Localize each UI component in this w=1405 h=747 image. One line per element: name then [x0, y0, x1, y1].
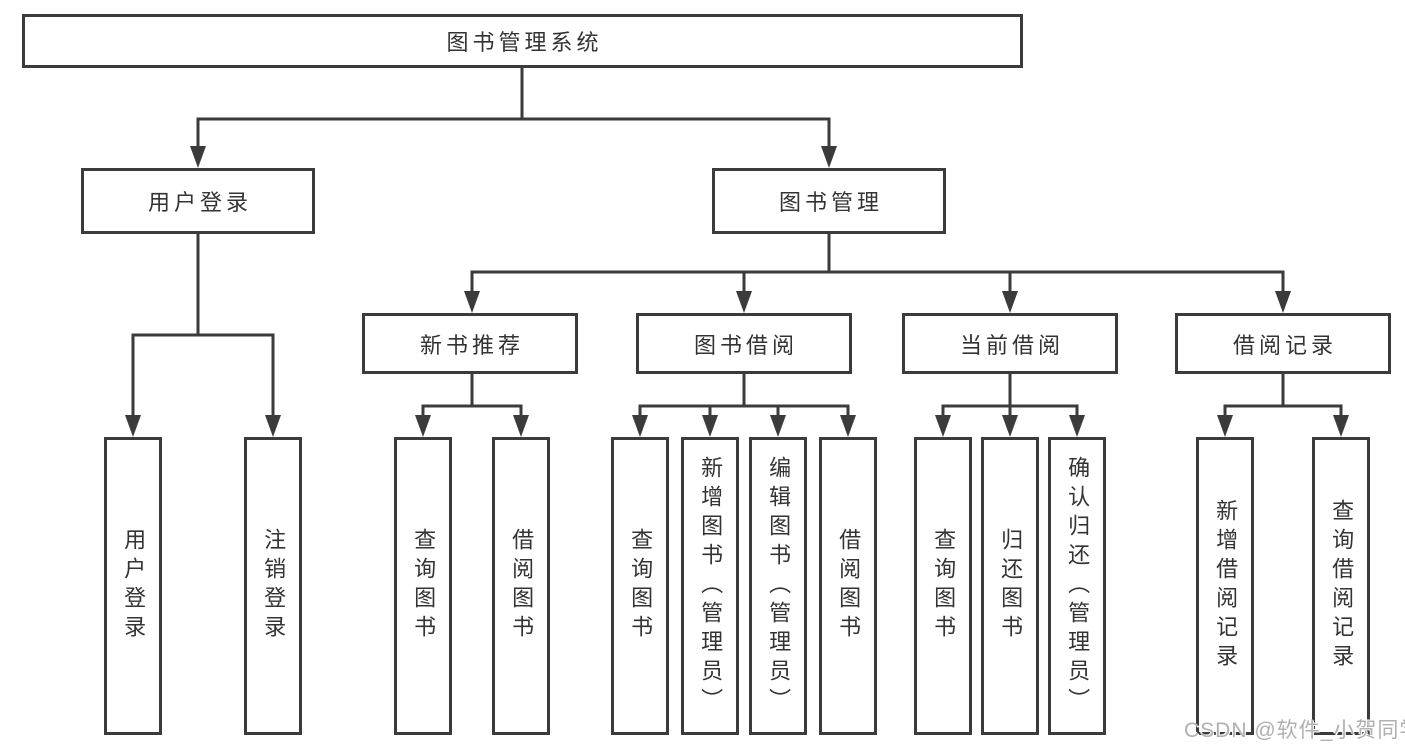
- arrowhead: [736, 291, 752, 313]
- leaf-query-books-borrow: 查询图书: [611, 437, 669, 735]
- node-borrow-records-label: 借阅记录: [1232, 332, 1337, 358]
- leaf-return-book-label: 归还图书: [998, 528, 1024, 644]
- leaf-confirm-return-admin: 确认归还（管理员）: [1048, 437, 1106, 735]
- leaf-add-borrow-record: 新增借阅记录: [1196, 437, 1254, 735]
- leaf-query-books-newbook-label: 查询图书: [411, 528, 437, 644]
- node-borrow-records: 借阅记录: [1175, 313, 1391, 374]
- leaf-add-borrow-record-label: 新增借阅记录: [1213, 499, 1239, 673]
- arrowhead: [1217, 415, 1233, 437]
- node-user-login: 用户登录: [81, 168, 315, 234]
- arrowhead: [1333, 415, 1349, 437]
- arrowhead: [702, 415, 718, 437]
- arrowhead: [840, 415, 856, 437]
- arrowhead: [770, 415, 786, 437]
- arrowhead: [190, 146, 206, 168]
- leaf-query-books-borrow-label: 查询图书: [628, 528, 654, 644]
- leaf-borrow-books-newbook: 借阅图书: [492, 437, 550, 735]
- node-book-management: 图书管理: [712, 168, 946, 234]
- leaf-logout-label: 注销登录: [261, 528, 287, 644]
- arrowhead: [125, 415, 141, 437]
- leaf-logout: 注销登录: [244, 437, 302, 735]
- leaf-edit-book-admin: 编辑图书（管理员）: [749, 437, 807, 735]
- arrowhead: [415, 415, 431, 437]
- arrowheads: [125, 146, 1349, 437]
- node-book-borrow: 图书借阅: [636, 313, 852, 374]
- arrowhead: [1002, 291, 1018, 313]
- arrowhead: [1002, 415, 1018, 437]
- leaf-query-books-newbook: 查询图书: [394, 437, 452, 735]
- arrowhead: [1275, 291, 1291, 313]
- arrowhead: [265, 415, 281, 437]
- watermark-text: CSDN @软件_小贺同学: [1184, 719, 1405, 742]
- leaf-query-borrow-record-label: 查询借阅记录: [1329, 499, 1355, 673]
- leaf-borrow-books: 借阅图书: [819, 437, 877, 735]
- arrowhead: [1069, 415, 1085, 437]
- leaf-user-login-label: 用户登录: [121, 528, 147, 644]
- leaf-confirm-return-admin-label: 确认归还（管理员）: [1065, 455, 1091, 717]
- node-book-borrow-label: 图书借阅: [693, 332, 798, 358]
- node-new-book-recommend-label: 新书推荐: [419, 332, 524, 358]
- leaf-query-books-current: 查询图书: [914, 437, 972, 735]
- node-root-label: 图书管理系统: [446, 30, 603, 55]
- arrowhead: [464, 291, 480, 313]
- node-book-management-label: 图书管理: [778, 190, 883, 215]
- leaf-edit-book-admin-label: 编辑图书（管理员）: [766, 455, 792, 717]
- leaf-user-login: 用户登录: [104, 437, 162, 735]
- node-current-borrow-label: 当前借阅: [959, 332, 1064, 358]
- leaf-borrow-books-label: 借阅图书: [836, 528, 862, 644]
- leaf-borrow-books-newbook-label: 借阅图书: [509, 528, 535, 644]
- arrowhead: [632, 415, 648, 437]
- arrowhead: [513, 415, 529, 437]
- arrowhead: [935, 415, 951, 437]
- node-user-login-label: 用户登录: [147, 190, 252, 215]
- leaf-add-book-admin-label: 新增图书（管理员）: [698, 455, 724, 717]
- node-new-book-recommend: 新书推荐: [362, 313, 578, 374]
- arrowhead: [821, 146, 837, 168]
- leaf-query-books-current-label: 查询图书: [931, 528, 957, 644]
- leaf-query-borrow-record: 查询借阅记录: [1312, 437, 1370, 735]
- leaf-add-book-admin: 新增图书（管理员）: [681, 437, 739, 735]
- leaf-return-book: 归还图书: [981, 437, 1039, 735]
- node-root: 图书管理系统: [22, 14, 1023, 68]
- node-current-borrow: 当前借阅: [902, 313, 1118, 374]
